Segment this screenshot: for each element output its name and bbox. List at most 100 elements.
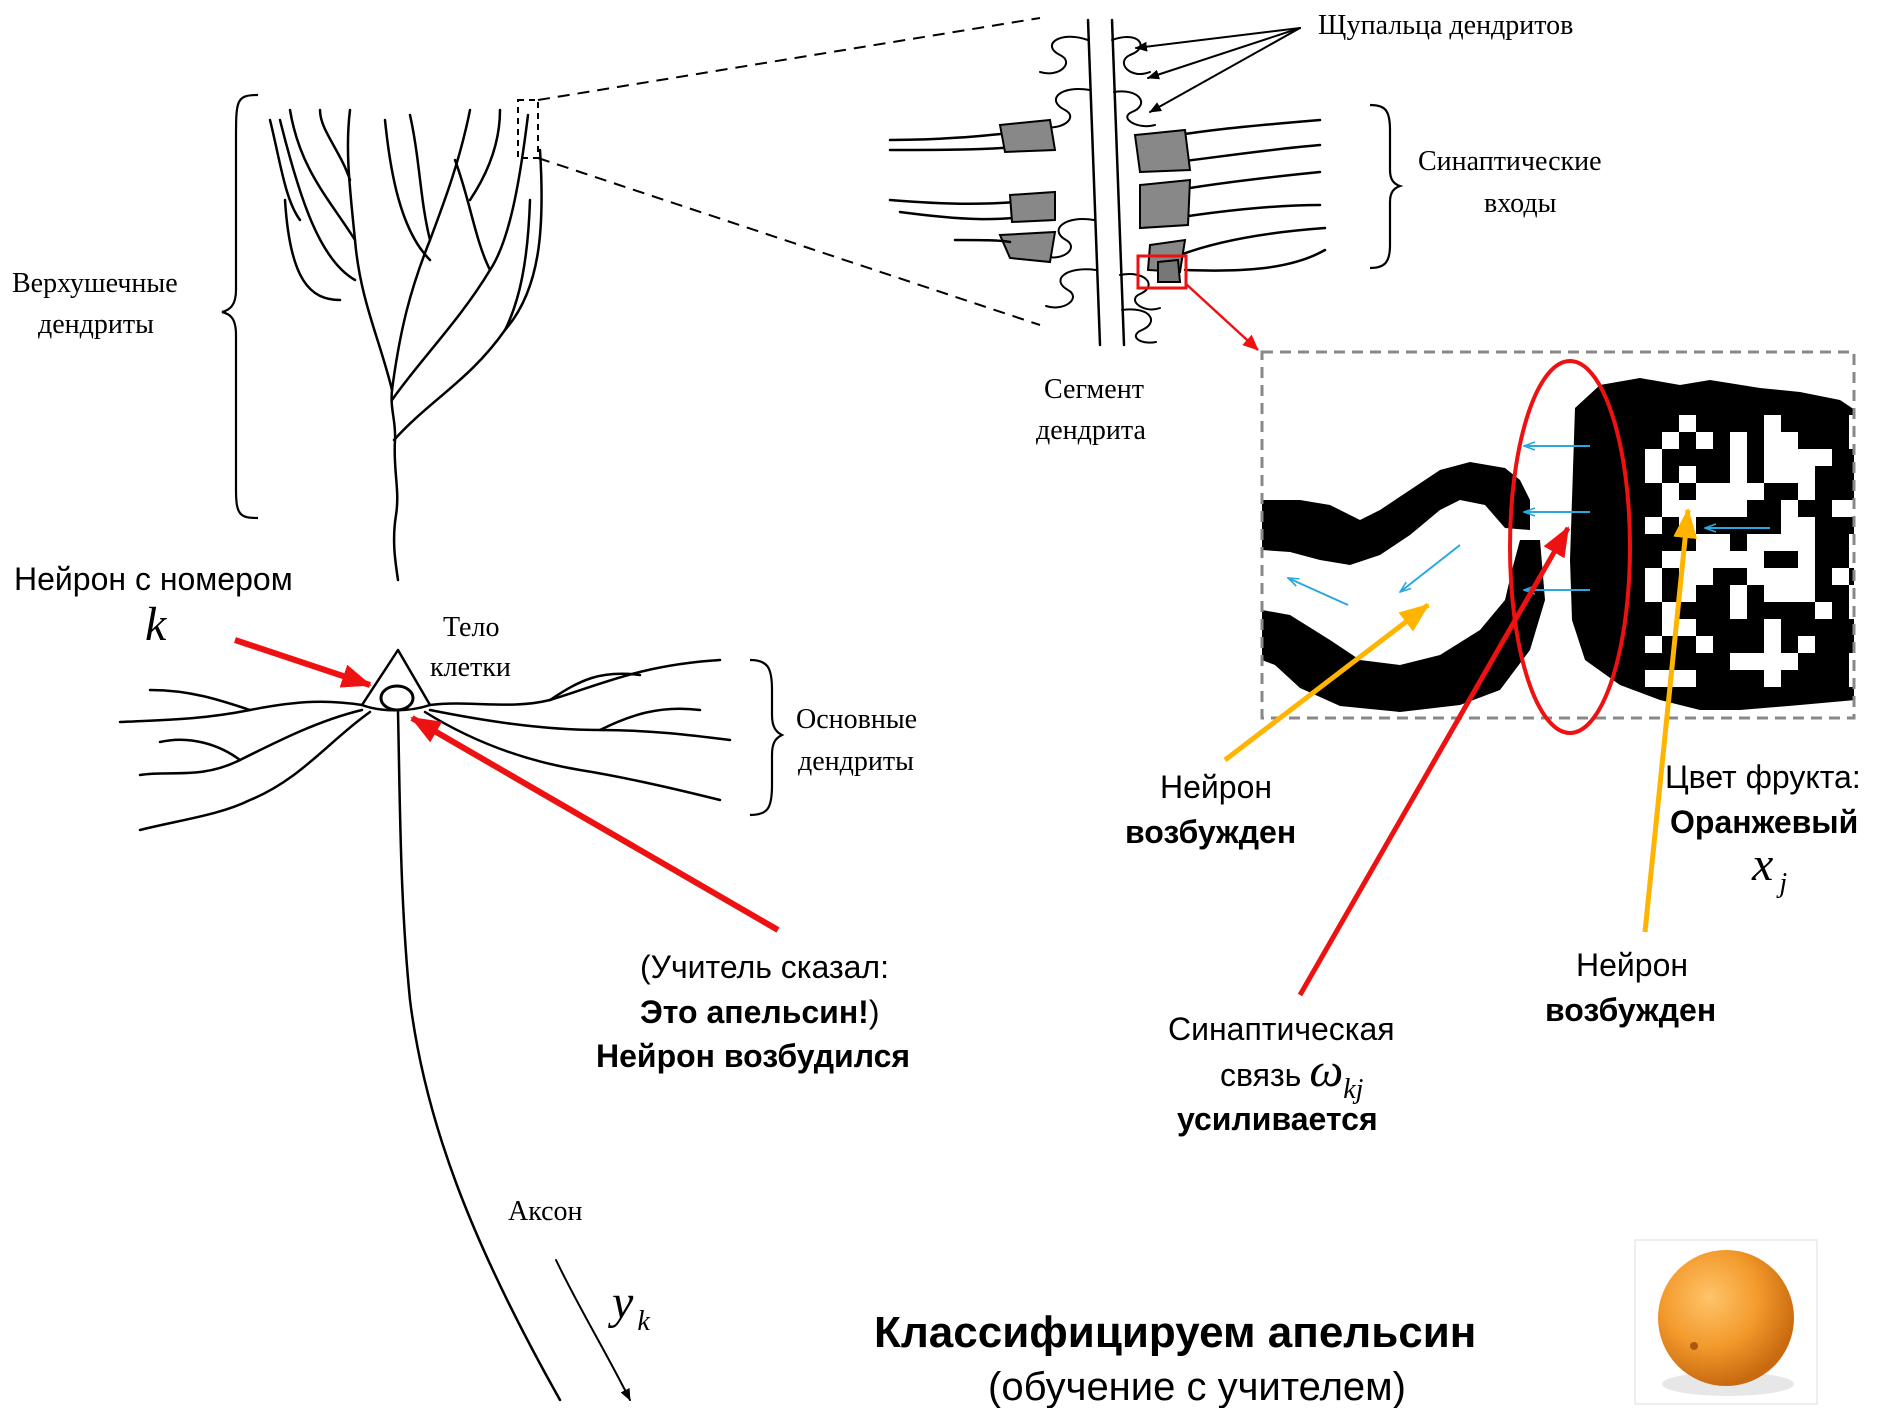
vesicle-pixel [1815,449,1832,466]
vesicle-pixel [1696,432,1713,449]
vesicle-pixel [1764,449,1781,466]
vesicle-pixel [1730,449,1747,466]
vesicle-pixel [1696,568,1713,585]
vesicle-pixel [1645,670,1662,687]
vesicle-pixel [1781,585,1798,602]
vesicle-pixel [1645,466,1662,483]
vesicle-pixel [1798,636,1815,653]
vesicle-pixel [1781,517,1798,534]
neuron-excited-left-1: Нейрон [1160,769,1272,805]
vesicle-pixel [1662,500,1679,517]
fruit-color-line2: Оранжевый [1670,804,1858,840]
vesicle-pixel [1747,534,1764,551]
orange-fruit-icon [1635,1240,1817,1404]
label-dendrite-spines: Щупальца дендритов [1318,10,1573,41]
vesicle-pixel [1798,483,1815,500]
vesicle-pixel [1696,551,1713,568]
vesicle-pixel [1747,653,1764,670]
vesicle-pixel [1679,619,1696,636]
vesicle-pixel [1849,670,1866,687]
vesicle-pixel [1696,636,1713,653]
synapse-line3: усиливается [1177,1101,1378,1137]
vesicle-pixel [1815,602,1832,619]
vesicle-pixel [1798,551,1815,568]
vesicle-pixel [1798,449,1815,466]
synapse-line1: Синаптическая [1168,1011,1395,1047]
label-basal-1: Основные [796,704,917,735]
vesicle-pixel [1662,483,1679,500]
vesicle-pixel [1679,670,1696,687]
vesicle-pixel [1849,432,1866,449]
vesicle-pixel [1798,517,1815,534]
vesicle-pixel [1713,551,1730,568]
vesicle-pixel [1747,551,1764,568]
vesicle-pixel [1832,568,1849,585]
vesicle-pixel [1849,415,1866,432]
vesicle-pixel [1662,432,1679,449]
vesicle-pixel [1713,483,1730,500]
label-basal-2: дендриты [798,746,914,777]
vesicle-pixel [1781,534,1798,551]
neuron-excited-right-2: возбужден [1545,992,1716,1028]
vesicle-pixel [1781,466,1798,483]
label-cell-body-2: клетки [430,652,511,683]
neuron-drawing [120,110,730,1400]
vesicle-pixel [1764,432,1781,449]
label-synaptic-inputs-2: входы [1484,188,1557,219]
vesicle-pixel [1798,585,1815,602]
vesicle-pixel [1781,432,1798,449]
vesicle-pixel [1730,551,1747,568]
teacher-note-line1: (Учитель сказал: [640,949,889,985]
dendrite-segment-drawing [890,20,1325,350]
vesicle-pixel [1764,619,1781,636]
vesicle-pixel [1730,653,1747,670]
vesicle-pixel [1764,670,1781,687]
vesicle-pixel [1798,466,1815,483]
vesicle-pixel [1781,568,1798,585]
vesicle-pixel [1730,466,1747,483]
vesicle-pixel [1798,568,1815,585]
vesicle-pixel [1713,500,1730,517]
vesicle-pixel [1645,636,1662,653]
vesicle-pixel [1849,534,1866,551]
vesicle-pixel [1849,653,1866,670]
vesicle-pixel [1730,483,1747,500]
vesicle-pixel [1781,449,1798,466]
vesicle-pixel [1747,568,1764,585]
vesicle-pixel [1781,500,1798,517]
label-synaptic-inputs-1: Синаптические [1418,146,1602,177]
vesicle-pixel [1645,449,1662,466]
label-apical-1: Верхушечные [12,268,178,299]
vesicle-pixel [1798,534,1815,551]
vesicle-pixel [1696,500,1713,517]
vesicle-pixel [1747,483,1764,500]
vesicle-pixel [1849,551,1866,568]
vesicle-pixel [1730,585,1747,602]
zoom-indicator [518,18,1040,325]
synapse-zoom-panel [1262,352,1866,733]
vesicle-pixel [1764,636,1781,653]
vesicle-pixel [1764,568,1781,585]
vesicle-pixel [1679,415,1696,432]
vesicle-pixel [1645,568,1662,585]
label-cell-body-1: Тело [443,612,499,643]
vesicle-pixel [1730,602,1747,619]
label-axon: Аксон [508,1196,583,1227]
vesicle-pixel [1696,534,1713,551]
vesicle-pixel [1645,517,1662,534]
vesicle-pixel [1764,466,1781,483]
vesicle-pixel [1679,466,1696,483]
vesicle-pixel [1645,585,1662,602]
bottom-title: Классифицируем апельсин [874,1308,1476,1357]
label-apical-2: дендриты [38,309,154,340]
vesicle-pixel [1730,500,1747,517]
vesicle-pixel [1849,602,1866,619]
teacher-note-line3: Нейрон возбудился [596,1038,910,1074]
vesicle-pixel [1713,534,1730,551]
vesicle-pixel [1832,500,1849,517]
bottom-subtitle: (обучение с учителем) [988,1365,1406,1408]
